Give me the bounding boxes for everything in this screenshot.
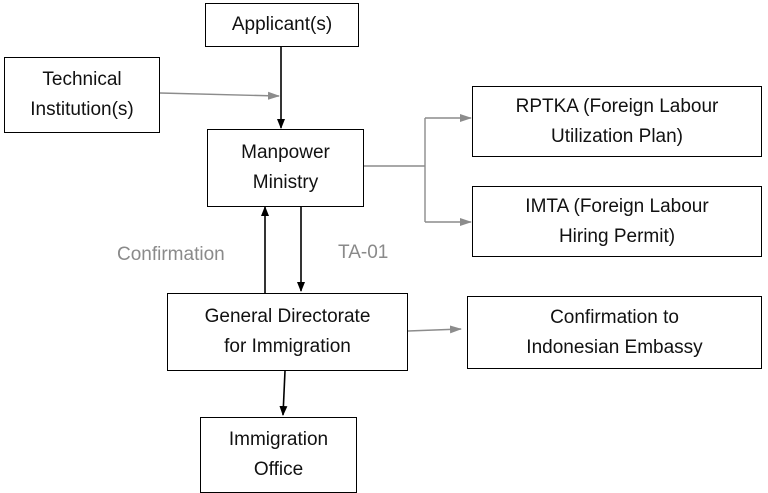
rptka-line-2: Utilization Plan) [551, 125, 683, 147]
directorate-box: General Directorate for Immigration [167, 293, 408, 371]
immigration-office-line-2: Office [253, 459, 304, 480]
embassy-box: Confirmation to Indonesian Embassy [467, 296, 762, 369]
imta-line-1: IMTA (Foreign Labour [525, 195, 709, 217]
ta01-edge-label: TA-01 [338, 242, 389, 263]
immigration-office-box: Immigration Office [200, 417, 357, 493]
imta-box: IMTA (Foreign Labour Hiring Permit) [472, 186, 762, 257]
manpower-ministry-box: Manpower Ministry [207, 129, 364, 207]
manpower-ministry-line-2: Ministry [252, 172, 319, 193]
rptka-box: RPTKA (Foreign Labour Utilization Plan) [472, 86, 762, 157]
applicants-line-1: Applicant(s) [231, 14, 333, 35]
directorate-line-1: General Directorate [204, 306, 371, 327]
imta-line-2: Hiring Permit) [558, 225, 676, 247]
technical-institutions-line-1: Technical [42, 69, 122, 90]
applicants-box: Applicant(s) [205, 3, 359, 47]
embassy-line-2: Indonesian Embassy [526, 336, 703, 358]
rptka-line-1: RPTKA (Foreign Labour [515, 95, 719, 117]
immigration-office-line-1: Immigration [228, 429, 329, 450]
arrow-to-embassy [407, 325, 462, 334]
technical-institutions-box: Technical Institution(s) [4, 57, 160, 133]
arrow-to-immigration-office [279, 370, 288, 416]
arrow-institutions-to-ministry [159, 91, 280, 100]
technical-institutions-line-2: Institution(s) [30, 99, 134, 120]
embassy-line-1: Confirmation to [550, 306, 679, 328]
confirmation-edge-label: Confirmation [117, 244, 225, 265]
directorate-line-2: for Immigration [224, 336, 351, 357]
manpower-ministry-line-1: Manpower [241, 142, 330, 163]
